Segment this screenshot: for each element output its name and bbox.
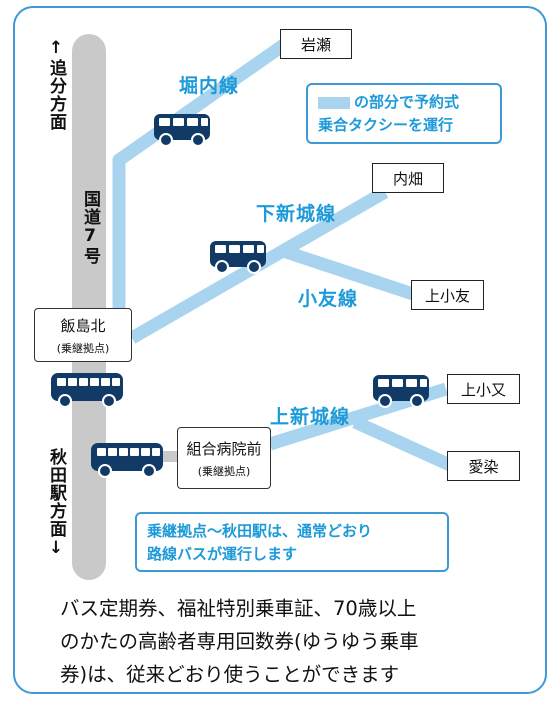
- national-route-7-road: [72, 34, 106, 580]
- hub-kumiai-name: 組合病院前: [186, 439, 262, 458]
- bus-icon: [90, 442, 164, 478]
- destination-naibata: 内畑: [372, 163, 444, 193]
- legend-line1: の部分で予約式: [354, 93, 460, 111]
- legend-line2: 乗合タクシーを運行: [318, 116, 454, 135]
- route-7-label: 国道7号: [80, 190, 100, 265]
- transfer-note-line2: 路線バスが運行します: [147, 545, 298, 564]
- legend-swatch: [318, 96, 350, 109]
- kamishinjo-route-lower: [352, 416, 455, 472]
- direction-oiwake-label: ↑追分方面: [46, 38, 66, 131]
- hub-iijimakita-sub: (乗継拠点): [56, 341, 110, 355]
- kamishinjo-line-label: 上新城線: [270, 406, 351, 428]
- destination-iwase: 岩瀬: [280, 29, 352, 59]
- kotomo-route: [277, 243, 416, 301]
- horinai-route: [112, 38, 289, 318]
- destination-kamikotomo: 上小友: [411, 280, 484, 310]
- destination-aizome: 愛染: [447, 451, 520, 481]
- shimoshinjo-line-label: 下新城線: [256, 203, 337, 225]
- ticket-notice: バス定期券、福祉特別乗車証、70歳以上 のかたの高齢者専用回数券(ゆうゆう乗車 …: [60, 592, 530, 691]
- hub-kumiai-sub: (乗継拠点): [197, 464, 251, 478]
- bus-icon: [153, 113, 211, 147]
- ticket-notice-line2: のかたの高齢者専用回数券(ゆうゆう乗車: [60, 630, 419, 654]
- hub-iijimakita-name: 飯島北: [60, 316, 106, 335]
- legend-box: の部分で予約式 乗合タクシーを運行: [306, 83, 502, 144]
- hub-iijimakita: 飯島北 (乗継拠点): [34, 308, 132, 362]
- hub-kumiai-hospital: 組合病院前 (乗継拠点): [177, 427, 271, 489]
- ticket-notice-line1: バス定期券、福祉特別乗車証、70歳以上: [60, 597, 417, 620]
- ticket-notice-line3: 券)は、従来どおり使うことができます: [60, 663, 400, 687]
- direction-akita-station-label: 秋田駅方面↓: [46, 448, 66, 559]
- destination-kamikomata: 上小又: [447, 374, 520, 404]
- kotomo-line-label: 小友線: [298, 288, 359, 310]
- bus-icon: [209, 240, 267, 274]
- horinai-line-label: 堀内線: [179, 75, 240, 97]
- transfer-note: 乗継拠点～秋田駅は、通常どおり 路線バスが運行します: [135, 512, 449, 572]
- transfer-note-line1: 乗継拠点～秋田駅は、通常どおり: [147, 522, 373, 540]
